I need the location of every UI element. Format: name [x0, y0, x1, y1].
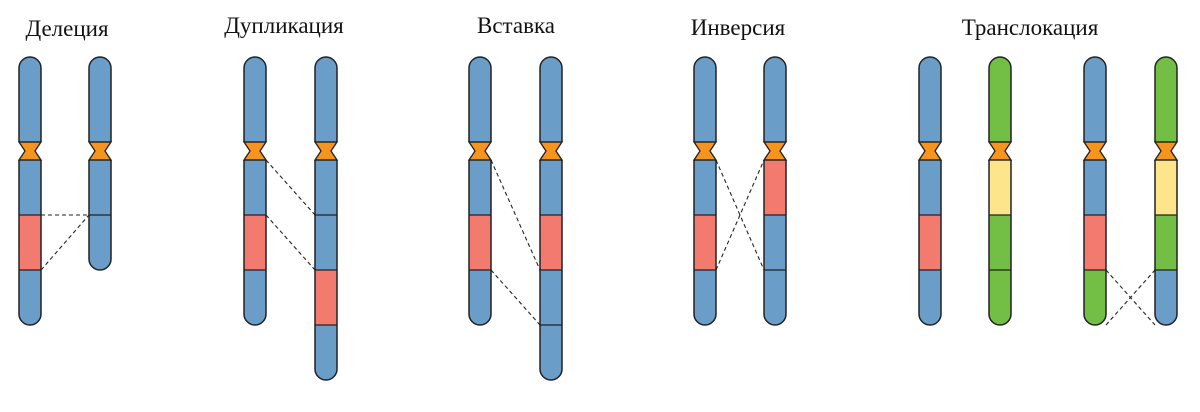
- chromosome: [17, 56, 43, 326]
- chromosome-arm: [19, 57, 41, 142]
- centromere: [313, 141, 339, 161]
- chromosome-arm: [989, 57, 1011, 142]
- centromere: [692, 141, 718, 161]
- centromere: [917, 141, 943, 161]
- centromere: [1153, 141, 1179, 161]
- chromosome-segment: [19, 270, 41, 325]
- panel-insertion: Вставка: [467, 13, 564, 381]
- chromosome-segment: [989, 215, 1011, 270]
- centromere: [1082, 141, 1108, 161]
- chromosome-arm: [540, 57, 562, 142]
- chromosome-segment: [469, 160, 491, 215]
- chromosome-arm: [89, 57, 111, 142]
- chromosome-segment: [919, 160, 941, 215]
- centromere: [87, 141, 113, 161]
- chromosome-segment: [19, 160, 41, 215]
- chromosome-segment: [19, 215, 41, 270]
- chromosome-segment: [540, 270, 562, 325]
- chromosome-segment: [989, 160, 1011, 215]
- panel-title-insertion: Вставка: [477, 13, 555, 38]
- panel-deletion-shapes: [17, 56, 113, 326]
- chromosome-segment: [244, 270, 266, 325]
- chromosome-arm: [315, 57, 337, 142]
- chromosome-segment: [1155, 270, 1177, 325]
- chromosome-segment: [919, 270, 941, 325]
- correspondence-dashed-line: [40, 214, 90, 271]
- chromosome-segment: [315, 160, 337, 215]
- chromosome-segment: [989, 270, 1011, 325]
- chromosome-segment: [244, 215, 266, 270]
- correspondence-dashed-line: [715, 159, 765, 271]
- chromosome: [692, 56, 718, 326]
- chromosome-segment: [540, 160, 562, 215]
- chromosome-arm: [919, 57, 941, 142]
- chromosome: [917, 56, 943, 326]
- panel-title-inversion: Инверсия: [691, 15, 786, 40]
- correspondence-dashed-line: [265, 159, 316, 216]
- chromosome-segment: [315, 215, 337, 270]
- chromosome-segment: [540, 325, 562, 380]
- chromosome-segment: [469, 215, 491, 270]
- chromosome-segment: [694, 215, 716, 270]
- chromosome-segment: [1084, 215, 1106, 270]
- chromosome: [762, 56, 788, 326]
- chromosome: [538, 56, 564, 381]
- chromosome-segment: [315, 270, 337, 325]
- correspondence-dashed-line: [265, 214, 316, 271]
- chromosome: [242, 56, 268, 326]
- chromosome-segment: [244, 160, 266, 215]
- panel-duplication-shapes: [242, 56, 339, 381]
- chromosome: [467, 56, 493, 326]
- chromosome-segment: [694, 270, 716, 325]
- chromosome-arm: [1155, 57, 1177, 142]
- chromosome-segment: [1084, 270, 1106, 325]
- chromosome: [87, 56, 113, 271]
- panel-inversion: Инверсия: [691, 15, 788, 326]
- panel-translocation: Транслокация: [917, 15, 1179, 326]
- centromere: [17, 141, 43, 161]
- chromosome-segment: [919, 215, 941, 270]
- chromosome-segment: [764, 270, 786, 325]
- chromosome-arm: [1084, 57, 1106, 142]
- panel-deletion: Делеция: [17, 16, 113, 326]
- chromosome-segment: [764, 215, 786, 270]
- chromosome: [313, 56, 339, 381]
- centromere: [538, 141, 564, 161]
- chromosome-segment: [540, 215, 562, 270]
- chromosome-segment: [1155, 160, 1177, 215]
- chromosome-segment: [1084, 160, 1106, 215]
- correspondence-dashed-line: [1105, 269, 1156, 326]
- centromere: [242, 141, 268, 161]
- chromosome-arm: [694, 57, 716, 142]
- panel-inversion-shapes: [692, 56, 788, 326]
- panel-title-duplication: Дупликация: [224, 13, 344, 38]
- centromere: [467, 141, 493, 161]
- chromosome: [1153, 56, 1179, 326]
- panel-title-deletion: Делеция: [25, 16, 108, 41]
- chromosome-segment: [1155, 215, 1177, 270]
- correspondence-dashed-line: [715, 159, 765, 271]
- chromosome-segment: [89, 215, 111, 270]
- chromosome-segment: [469, 270, 491, 325]
- chromosome-segment: [315, 325, 337, 380]
- correspondence-dashed-line: [490, 159, 541, 271]
- chromosome-arm: [469, 57, 491, 142]
- centromere: [762, 141, 788, 161]
- chromosome-arm: [244, 57, 266, 142]
- centromere: [987, 141, 1013, 161]
- chromosome-segment: [694, 160, 716, 215]
- panel-translocation-shapes: [917, 56, 1179, 326]
- panel-duplication: Дупликация: [224, 13, 344, 381]
- panel-title-translocation: Транслокация: [962, 15, 1099, 40]
- correspondence-dashed-line: [490, 269, 541, 326]
- panel-insertion-shapes: [467, 56, 564, 381]
- chromosome: [987, 56, 1013, 326]
- chromosome: [1082, 56, 1108, 326]
- chromosome-segment: [764, 160, 786, 215]
- chromosome-arm: [764, 57, 786, 142]
- chromosome-segment: [89, 160, 111, 215]
